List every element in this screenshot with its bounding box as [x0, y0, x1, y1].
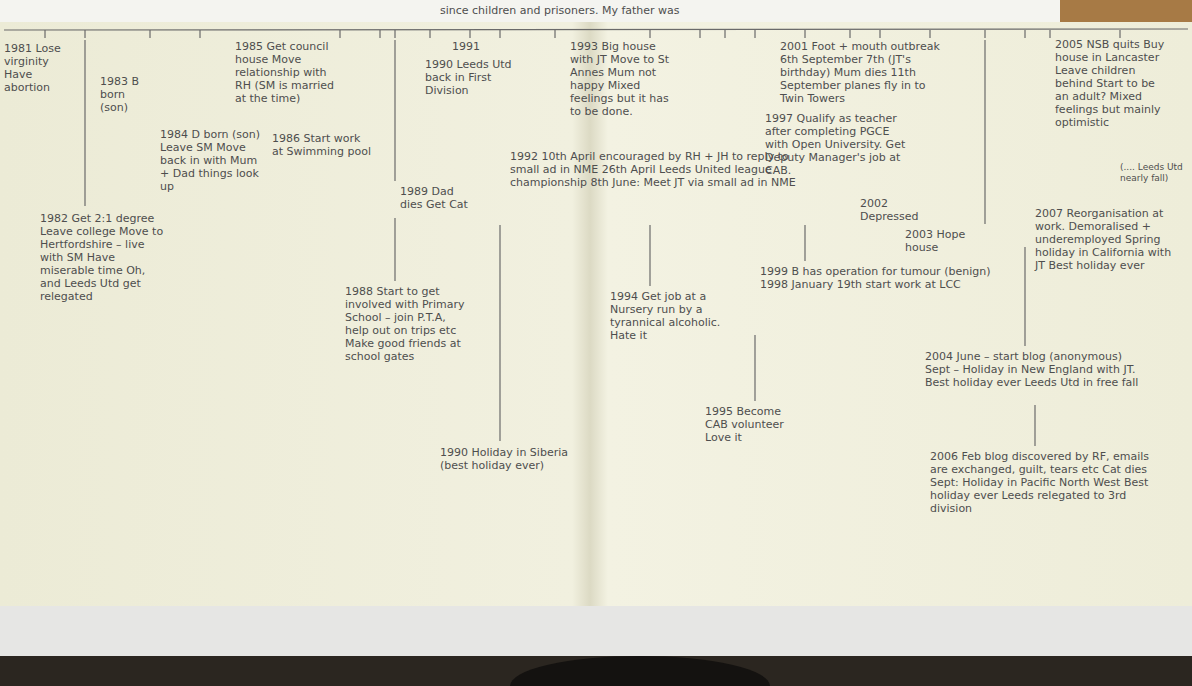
timeline-note: 1993 Big house with JT Move to St Annes … [570, 40, 682, 118]
timeline-note: 1990 Holiday in Siberia (best holiday ev… [440, 446, 572, 472]
leader-line [649, 225, 650, 286]
leader-line [499, 225, 500, 441]
dark-object [510, 656, 770, 686]
label-slot: 2004 June – start blog (anonymous) Sept … [925, 350, 1145, 389]
timeline-note: 2003 Hope house [905, 228, 983, 254]
timeline-note: 1988 Start to get involved with Primary … [345, 285, 467, 363]
timeline-note: since children and prisoners. My father … [440, 4, 860, 17]
label-slot: 2007 Reorganisation at work. Demoralised… [1035, 207, 1177, 272]
label-slot: 1986 Start work at Swimming pool [272, 132, 372, 158]
label-slot: 1981 Lose virginity Have abortion [4, 42, 76, 94]
label-slot: 2001 Foot + mouth outbreak 6th September… [780, 40, 952, 105]
leader-line [754, 335, 755, 401]
timeline-note: 1981 Lose virginity Have abortion [4, 42, 76, 94]
label-slot: 1990 Leeds Utd back in First Division [425, 58, 517, 97]
timeline-note: 1990 Leeds Utd back in First Division [425, 58, 517, 97]
label-slot: (.... Leeds Utd nearly fall) [1120, 162, 1186, 184]
label-slot: 2002 Depressed [860, 197, 942, 223]
label-slot: 1984 D born (son) Leave SM Move back in … [160, 128, 260, 193]
label-slot: 1982 Get 2:1 degree Leave college Move t… [40, 212, 165, 303]
timeline-note: 2005 NSB quits Buy house in Lancaster Le… [1055, 38, 1167, 129]
timeline-note: 1994 Get job at a Nursery run by a tyran… [610, 290, 742, 342]
timeline-note: 2007 Reorganisation at work. Demoralised… [1035, 207, 1177, 272]
label-slot: 2005 NSB quits Buy house in Lancaster Le… [1055, 38, 1167, 129]
label-slot: 1991 [452, 40, 492, 53]
label-slot: 1990 Holiday in Siberia (best holiday ev… [440, 446, 572, 472]
timeline-note: 1986 Start work at Swimming pool [272, 132, 372, 158]
label-slot: 2003 Hope house [905, 228, 983, 254]
timeline-axis [4, 29, 1188, 30]
label-slot: 1997 Qualify as teacher after completing… [765, 112, 915, 177]
leader-line [1024, 247, 1025, 346]
timeline-note: 1984 D born (son) Leave SM Move back in … [160, 128, 260, 193]
label-slot: 1994 Get job at a Nursery run by a tyran… [610, 290, 742, 342]
label-slot: since children and prisoners. My father … [440, 4, 860, 17]
timeline-note: 1995 Become CAB volunteer Love it [705, 405, 787, 444]
timeline-note: 2001 Foot + mouth outbreak 6th September… [780, 40, 952, 105]
timeline-note: 1999 B has operation for tumour (benign)… [760, 265, 1010, 291]
timeline-note: (.... Leeds Utd nearly fall) [1120, 162, 1186, 184]
label-slot: 1985 Get council house Move relationship… [235, 40, 337, 105]
timeline-note: 2002 Depressed [860, 197, 942, 223]
label-slot: 2006 Feb blog discovered by RF, emails a… [930, 450, 1162, 515]
timeline-note: 1989 Dad dies Get Cat [400, 185, 470, 211]
timeline-note: 1997 Qualify as teacher after completing… [765, 112, 915, 177]
timeline-note: 1985 Get council house Move relationship… [235, 40, 337, 105]
year-ticks [45, 30, 1120, 38]
under-sheets [0, 598, 1192, 656]
paper-sheet [0, 22, 1192, 606]
leader-line [1034, 405, 1035, 446]
label-slot: 1988 Start to get involved with Primary … [345, 285, 467, 363]
timeline-note: 1983 B born (son) [100, 75, 152, 114]
label-slot: 1983 B born (son) [100, 75, 152, 114]
timeline-note: 1982 Get 2:1 degree Leave college Move t… [40, 212, 165, 303]
leader-line [984, 40, 985, 224]
label-slot: 1989 Dad dies Get Cat [400, 185, 470, 211]
leader-line [84, 40, 85, 206]
leader-line [804, 225, 805, 261]
label-slot: 1999 B has operation for tumour (benign)… [760, 265, 1010, 291]
timeline-note: 2004 June – start blog (anonymous) Sept … [925, 350, 1145, 389]
timeline-note: 1991 [452, 40, 492, 53]
leader-line [394, 40, 395, 181]
timeline-note: 2006 Feb blog discovered by RF, emails a… [930, 450, 1162, 515]
leader-line [394, 218, 395, 281]
label-slot: 1993 Big house with JT Move to St Annes … [570, 40, 682, 118]
timeline-lines [4, 29, 1188, 446]
label-slot: 1995 Become CAB volunteer Love it [705, 405, 787, 444]
